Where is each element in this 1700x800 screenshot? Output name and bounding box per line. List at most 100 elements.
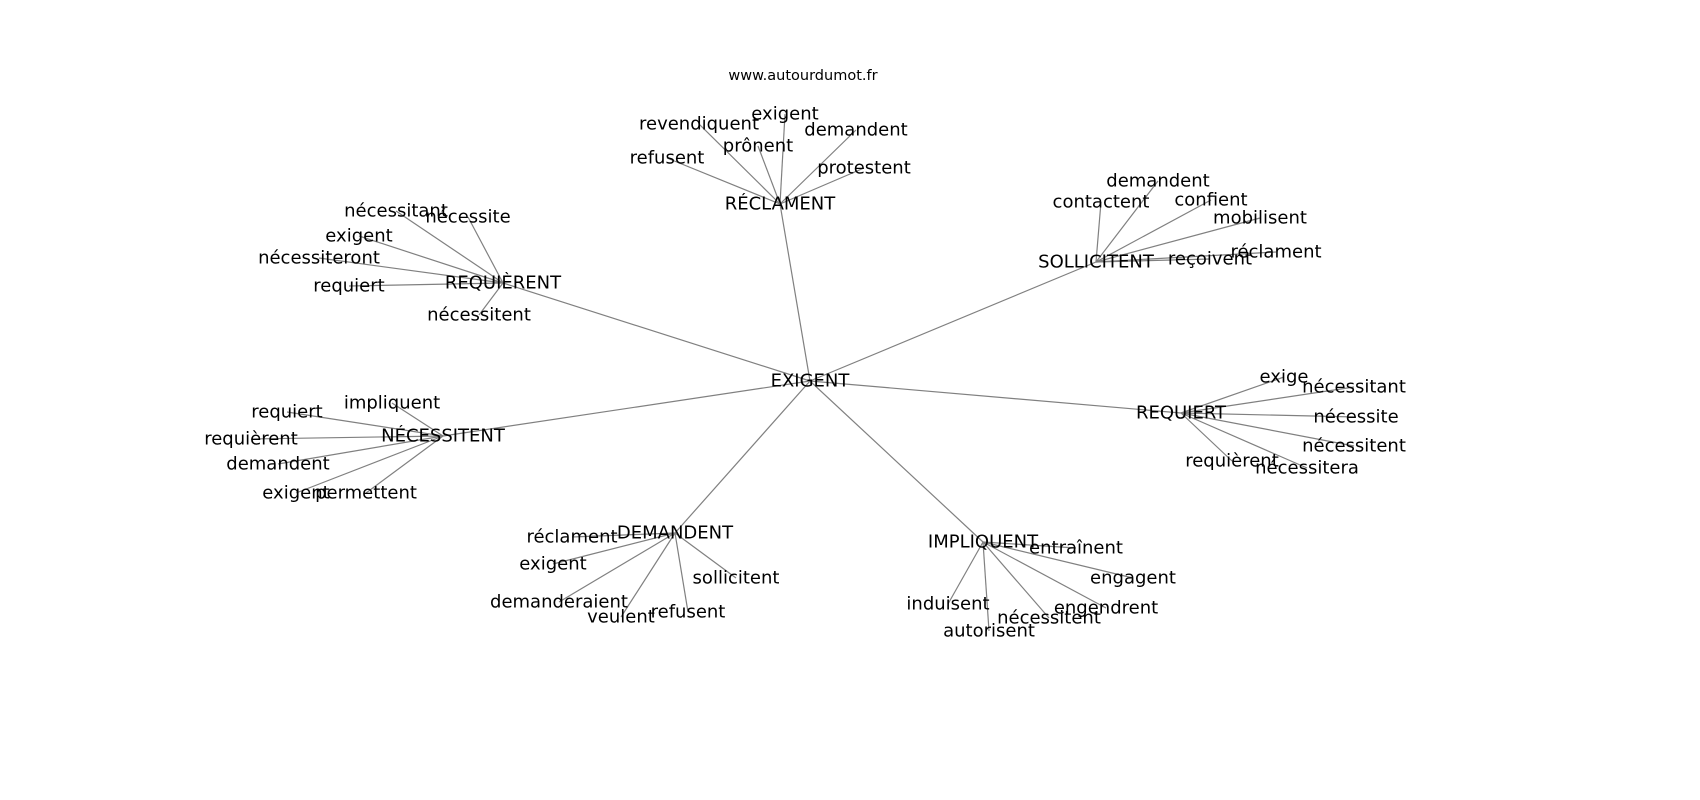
edge-hub-child	[467, 216, 504, 284]
child-node-label[interactable]: reçoivent	[1168, 249, 1252, 270]
child-node-label[interactable]: nécessitent	[997, 608, 1101, 629]
child-node-label[interactable]: requièrent	[204, 429, 298, 450]
edge-hub-child	[620, 532, 676, 618]
edge-hub-child	[250, 435, 444, 440]
child-node-label[interactable]: impliquent	[344, 393, 440, 414]
edge-root-hub	[809, 380, 1182, 414]
hub-node-label[interactable]: REQUIÈRENT	[445, 272, 562, 294]
child-node-label[interactable]: mobilisent	[1213, 208, 1307, 229]
edge-hub-child	[358, 235, 504, 284]
child-node-label[interactable]: demandent	[1106, 171, 1209, 192]
child-node-label[interactable]: réclament	[526, 527, 617, 548]
edge-hub-child	[674, 532, 737, 579]
child-node-label[interactable]: nécessitant	[344, 201, 448, 222]
child-node-label[interactable]: nécessitent	[1302, 436, 1406, 457]
edge-root-hub	[442, 380, 811, 437]
edge-hub-child	[365, 435, 444, 494]
edge-hub-child	[552, 532, 676, 565]
hub-node-label[interactable]: REQUIERT	[1136, 403, 1227, 424]
edge-root-hub	[502, 282, 811, 382]
hub-node-label[interactable]: NÉCESSITENT	[381, 425, 506, 447]
child-node-label[interactable]: demandent	[804, 120, 907, 141]
edge-hub-child	[982, 541, 990, 632]
child-node-label[interactable]: nécessite	[425, 207, 510, 228]
edge-hub-child	[571, 532, 676, 538]
child-node-label[interactable]: nécessitera	[1255, 458, 1359, 479]
edge-hub-child	[982, 541, 1107, 609]
child-node-label[interactable]: protestent	[817, 158, 911, 179]
child-node-label[interactable]: demanderaient	[490, 592, 628, 613]
child-node-label[interactable]: induisent	[906, 594, 989, 615]
edge-hub-child	[666, 157, 781, 205]
edge-root-hub	[674, 380, 811, 534]
hub-node-label[interactable]: DEMANDENT	[617, 523, 734, 544]
child-node-label[interactable]: sollicitent	[693, 568, 780, 589]
edge-hub-child	[1180, 386, 1355, 414]
edge-hub-child	[558, 532, 676, 603]
hub-node-label[interactable]: SOLLICITENT	[1038, 252, 1155, 273]
edge-hub-child	[779, 129, 857, 205]
child-node-label[interactable]: exigent	[262, 483, 329, 504]
child-node-label[interactable]: engendrent	[1054, 598, 1158, 619]
child-node-label[interactable]: exige	[1260, 367, 1309, 388]
child-node-label[interactable]: requièrent	[1185, 451, 1279, 472]
edge-hub-child	[1095, 251, 1277, 263]
child-node-label[interactable]: confient	[1174, 190, 1247, 211]
node-labels: EXIGENTRÉCLAMENTrevendiquentexigentdeman…	[204, 104, 1406, 642]
edge-root-hub	[809, 261, 1097, 382]
edge-hub-child	[947, 541, 984, 605]
child-node-label[interactable]: entraînent	[1029, 538, 1123, 559]
root-node-label[interactable]: EXIGENT	[771, 371, 851, 392]
child-node-label[interactable]: contactent	[1053, 192, 1150, 213]
child-node-label[interactable]: refusent	[651, 602, 726, 623]
edge-hub-child	[395, 210, 504, 284]
child-node-label[interactable]: refusent	[630, 148, 705, 169]
edge-hub-child	[779, 167, 865, 205]
child-node-label[interactable]: autorisent	[943, 621, 1035, 642]
edge-hub-child	[277, 435, 444, 465]
edge-hub-child	[1095, 217, 1261, 263]
edge-root-hub	[809, 380, 984, 543]
hub-node-label[interactable]: IMPLIQUENT	[928, 532, 1039, 553]
edge-hub-child	[1095, 180, 1159, 263]
edge-hub-child	[982, 541, 1077, 549]
child-node-label[interactable]: nécessitent	[427, 305, 531, 326]
child-node-label[interactable]: exigent	[751, 104, 818, 125]
edge-hub-child	[391, 402, 444, 437]
child-node-label[interactable]: requiert	[313, 276, 384, 297]
child-node-label[interactable]: nécessiteront	[258, 248, 380, 269]
child-node-label[interactable]: prônent	[723, 136, 793, 157]
edge-hub-child	[1095, 201, 1102, 263]
child-node-label[interactable]: exigent	[519, 554, 586, 575]
edge-hub-child	[286, 411, 444, 437]
edge-hub-child	[757, 145, 781, 205]
edge-hub-child	[779, 113, 786, 205]
child-node-label[interactable]: nécessitant	[1302, 377, 1406, 398]
child-node-label[interactable]: exigent	[325, 226, 392, 247]
child-node-label[interactable]: veulent	[587, 607, 655, 628]
hub-node-label[interactable]: RÉCLAMENT	[725, 193, 837, 215]
edge-hub-child	[1180, 412, 1233, 462]
edge-hub-child	[318, 257, 504, 284]
child-node-label[interactable]: réclament	[1230, 242, 1321, 263]
child-node-label[interactable]: requiert	[251, 402, 322, 423]
child-node-label[interactable]: revendiquent	[639, 114, 759, 135]
edge-hub-child	[1180, 412, 1308, 469]
edge-hub-child	[1095, 199, 1212, 263]
child-node-label[interactable]: engagent	[1090, 568, 1176, 589]
edge-hub-child	[1180, 412, 1357, 418]
edge-root-hub	[779, 203, 811, 382]
child-node-label[interactable]: nécessite	[1313, 407, 1398, 428]
child-node-label[interactable]: permettent	[315, 483, 417, 504]
edges	[250, 113, 1357, 632]
edge-hub-child	[698, 123, 781, 205]
edge-hub-child	[348, 282, 504, 287]
edge-hub-child	[1180, 412, 1355, 447]
site-watermark: www.autourdumot.fr	[728, 68, 877, 84]
edge-hub-child	[295, 435, 444, 494]
child-node-label[interactable]: demandent	[226, 454, 329, 475]
edge-hub-child	[1180, 376, 1285, 414]
edge-hub-child	[674, 532, 689, 613]
edge-hub-child	[982, 541, 1134, 579]
